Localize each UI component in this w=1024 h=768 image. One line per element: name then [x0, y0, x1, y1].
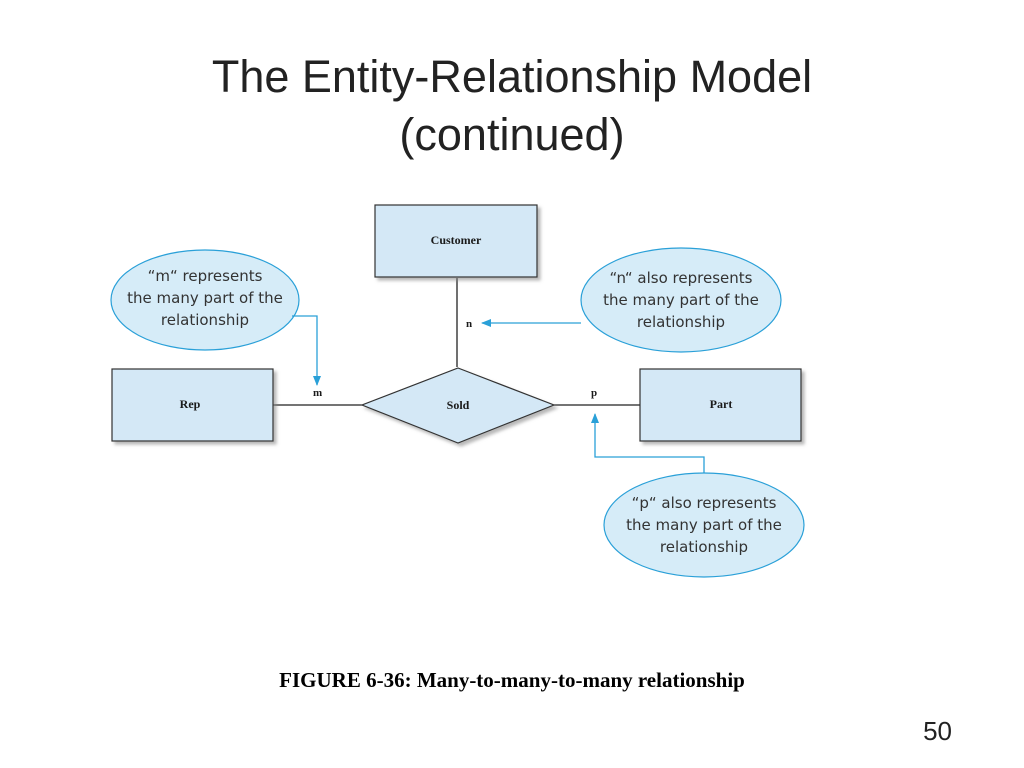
cardinality-m: m — [313, 387, 322, 399]
entity-part: Part — [639, 368, 802, 442]
callout-p-line-3: relationship — [660, 538, 748, 556]
entity-customer-label: Customer — [431, 233, 482, 247]
relationship-sold-label: Sold — [447, 398, 470, 412]
entity-rep-label: Rep — [180, 397, 201, 411]
slide-title: The Entity-Relationship Model (continued… — [0, 48, 1024, 164]
entity-part-label: Part — [710, 397, 733, 411]
callout-n-line-3: relationship — [637, 313, 725, 331]
callout-n-line-1: “n“ also represents — [610, 269, 753, 287]
callout-p-arrow — [591, 413, 705, 473]
slide-number: 50 — [923, 716, 952, 746]
cardinality-p: p — [591, 387, 597, 399]
callout-m-line-1: “m“ represents — [148, 267, 263, 285]
callout-n-line-2: the many part of the — [603, 291, 759, 309]
callout-m: “m“ represents the many part of the rela… — [110, 249, 300, 351]
callout-m-line-2: the many part of the — [127, 289, 283, 307]
title-line-1: The Entity-Relationship Model — [211, 51, 813, 102]
callout-m-arrow — [292, 315, 321, 386]
entity-customer: Customer — [374, 204, 538, 278]
cardinality-n: n — [466, 318, 472, 330]
callout-n: “n“ also represents the many part of the… — [580, 247, 782, 353]
figure-caption: FIGURE 6-36: Many-to-many-to-many relati… — [279, 668, 745, 692]
callout-p-line-2: the many part of the — [626, 516, 782, 534]
entity-rep: Rep — [111, 368, 274, 442]
callout-p-line-1: “p“ also represents — [632, 494, 777, 512]
relationship-sold: Sold — [360, 367, 556, 444]
callout-m-line-3: relationship — [161, 311, 249, 329]
title-line-2: (continued) — [399, 109, 625, 160]
callout-p: “p“ also represents the many part of the… — [603, 472, 805, 578]
